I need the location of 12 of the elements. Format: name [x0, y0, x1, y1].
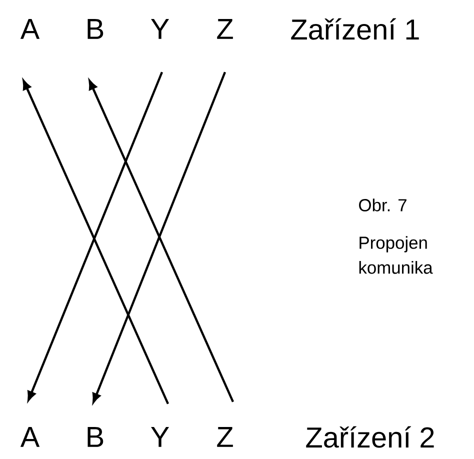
figure-number: Obr. 7 [359, 198, 406, 212]
pin-label: B [88, 427, 104, 447]
pin-label: Y [151, 427, 169, 447]
device-label: Zařízení 2 [306, 426, 434, 448]
pin-label: Z [217, 427, 233, 447]
pin-label: A [20, 427, 40, 447]
pin-label: Z [217, 19, 233, 39]
device-label: Zařízení 1 [291, 18, 419, 40]
pin-label: A [20, 19, 40, 39]
pin-label: Y [151, 19, 169, 39]
caption-text: Propojen komunika [359, 236, 433, 274]
pin-label: B [88, 19, 104, 39]
